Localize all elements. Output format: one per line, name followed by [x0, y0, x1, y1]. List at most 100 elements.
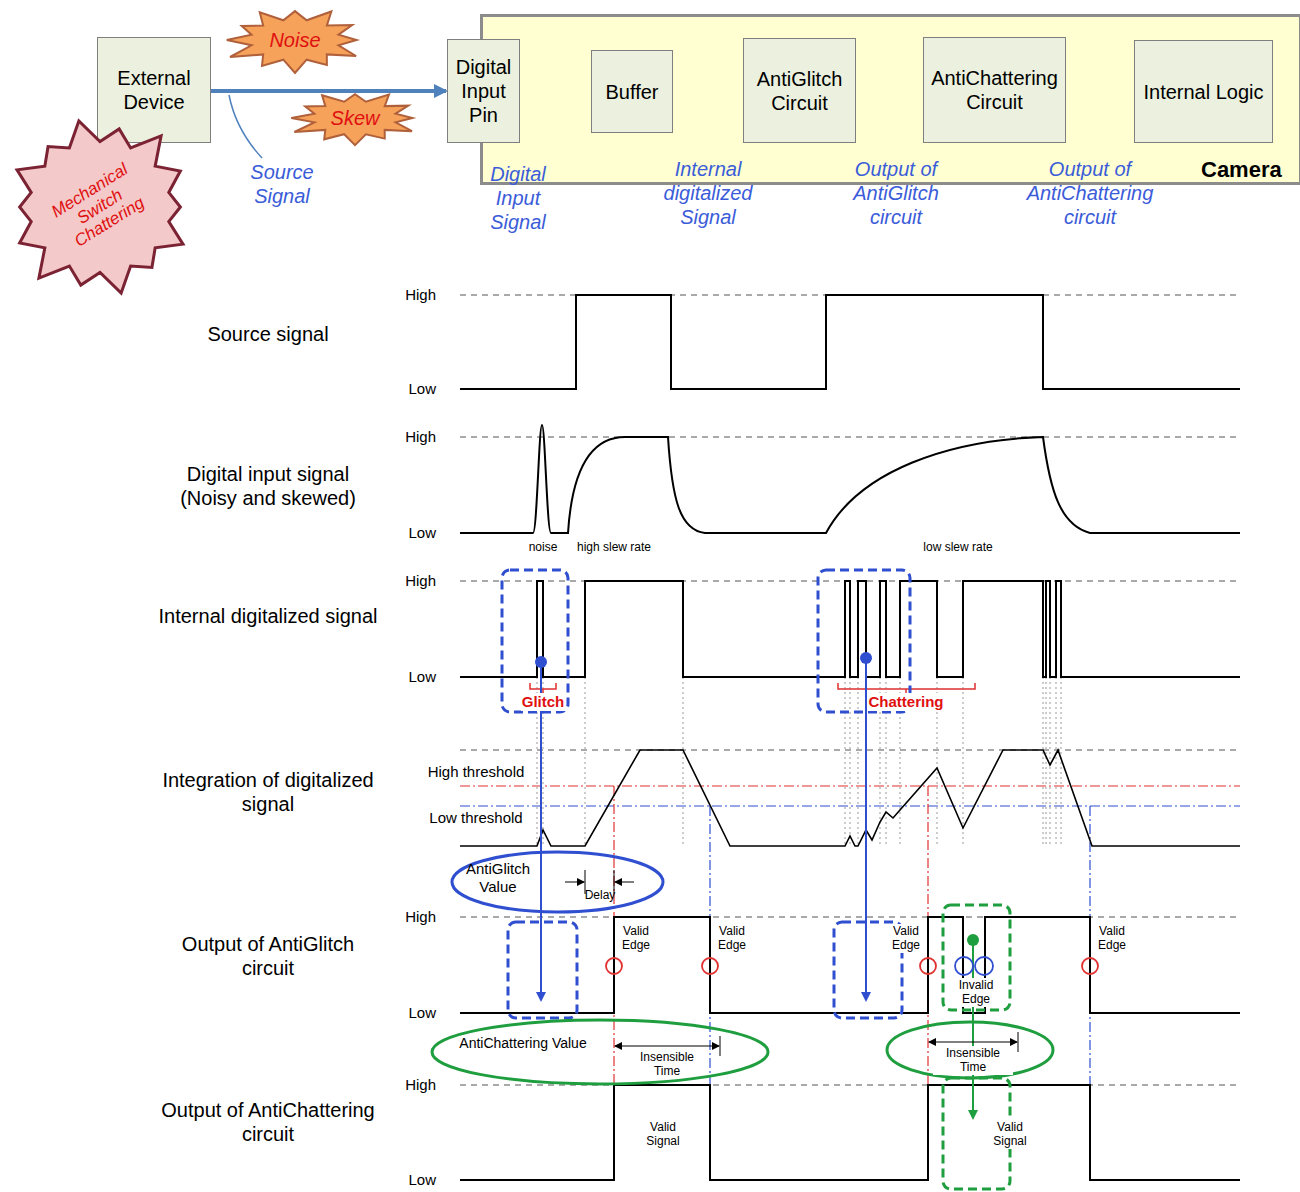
signal-callout: Output of AntiGlitch circuit — [840, 157, 952, 229]
high-level-line — [460, 750, 1240, 751]
annotation-label: Valid Signal — [986, 1120, 1034, 1149]
antiglitch-box: AntiGlitch Circuit — [743, 38, 856, 143]
annotation-label: Valid Edge — [1094, 924, 1130, 953]
node-text: Internal Logic — [1143, 80, 1263, 104]
annotation-label: Chattering — [868, 693, 945, 711]
burst-shape — [17, 121, 183, 293]
chattering-burst: Mechanical Switch Chattering — [2, 116, 198, 298]
annotation-label: Glitch — [521, 693, 566, 711]
node-text: Buffer — [606, 80, 659, 104]
insensible-arrow — [929, 1042, 973, 1043]
guide-lines — [537, 677, 1061, 846]
valid-edge-circle — [1082, 958, 1098, 974]
annotation-label: Low threshold — [428, 809, 523, 827]
node-text: Noise — [269, 29, 320, 51]
annotation-label: Internal digitalized signal — [158, 604, 378, 628]
annotation-label: Valid Edge — [888, 924, 924, 953]
antichattering-value-oval: AntiChattering ValueInsensible Time — [430, 1018, 770, 1086]
valid-edge-lines — [614, 786, 1090, 1180]
annotation-label: low slew rate — [913, 540, 1003, 554]
annotation-label: Valid Edge — [618, 924, 654, 953]
annotation-label: Low — [388, 380, 436, 398]
node-text: External Device — [101, 66, 207, 114]
burst-shape — [227, 11, 357, 73]
input-waveform — [460, 425, 1240, 533]
annotation-label: Low — [388, 524, 436, 542]
node-text: Delay — [578, 888, 622, 902]
antiglitch-value-oval: AntiGlitch ValueDelay — [450, 850, 665, 914]
node-text: Skew — [331, 107, 380, 129]
edge-markers — [606, 957, 1098, 975]
buffer-box: Buffer — [591, 50, 673, 133]
node-text: AntiChattering Circuit — [927, 66, 1062, 114]
node-text: Insensible Time — [632, 1050, 702, 1079]
signal-callout: Digital Input Signal — [480, 162, 556, 234]
annotation-label: High — [388, 286, 436, 304]
annotation-label: Low — [388, 1171, 436, 1189]
node-text: AntiChattering Value — [458, 1035, 588, 1052]
annotation-label: Digital input signal (Noisy and skewed) — [158, 462, 378, 510]
brackets — [530, 683, 975, 693]
insensible-time-oval: Insensible Time — [885, 1020, 1055, 1080]
leader-line — [229, 95, 262, 158]
burst-shape — [291, 94, 412, 145]
signal-callout: Internal digitalized Signal — [648, 157, 768, 229]
dimension-marks — [565, 870, 1018, 1056]
annotation-label: Integration of digitalized signal — [158, 768, 378, 816]
digitalized-waveform — [460, 581, 1240, 677]
annotation-label: high slew rate — [569, 540, 659, 554]
antichattering-value-oval-outline — [430, 1018, 770, 1086]
node-text: Camera — [1201, 157, 1291, 183]
signal-callout: Output of AntiChattering circuit — [1010, 157, 1170, 229]
integration-curve — [460, 750, 1240, 846]
annotation-label: High — [388, 1076, 436, 1094]
annotation-label: High — [388, 908, 436, 926]
valid-edge-circle — [702, 958, 718, 974]
annotation-label: Invalid Edge — [952, 978, 1000, 1007]
delay-arrow — [615, 882, 634, 883]
annotation-label: High — [388, 428, 436, 446]
annotation-label: Low — [388, 1004, 436, 1022]
effect-arrows — [535, 652, 979, 1118]
node-text: AntiGlitch Value — [458, 860, 538, 896]
signal-arrow — [211, 89, 446, 93]
antichattering-waveform — [460, 1085, 1240, 1180]
oval-shape — [452, 852, 663, 912]
invalid-edge-highlight — [943, 905, 1010, 1010]
annotation-label: Low — [388, 668, 436, 686]
arrow-dot — [860, 652, 872, 664]
skew-burst: Skew — [285, 90, 425, 146]
antichattering-box: AntiChattering Circuit — [923, 37, 1066, 143]
level-lines — [460, 295, 1240, 1085]
device-box: External Device — [97, 37, 211, 143]
invalid-edge-circle — [975, 957, 993, 975]
insensible-tick — [720, 1036, 721, 1056]
chattering-highlight — [818, 570, 910, 712]
annotation-label: Valid Edge — [714, 924, 750, 953]
signal-callout: Source Signal — [242, 160, 322, 208]
arrow-dot — [967, 934, 979, 946]
node-text: Insensible Time — [933, 1046, 1013, 1075]
node-text: Digital Input Pin — [451, 55, 516, 127]
annotation-label: High — [388, 572, 436, 590]
annotation-label: Output of AntiChattering circuit — [158, 1098, 378, 1146]
insensible-arrow — [615, 1046, 667, 1047]
edge-guides — [537, 677, 1061, 846]
highlight-boxes — [502, 570, 910, 1018]
source-waveform — [460, 295, 1240, 389]
chattering-bracket — [838, 683, 975, 693]
high-level-line — [460, 437, 1240, 438]
arrow-dot — [535, 656, 547, 668]
annotation-label: High threshold — [427, 763, 526, 781]
annotation-label: Valid Signal — [639, 1120, 687, 1149]
glitch-removed-highlight — [508, 922, 577, 1018]
oval-shape — [887, 1022, 1053, 1078]
valid-edge-circle — [606, 958, 622, 974]
oval-shape — [432, 1020, 768, 1084]
annotation-label: Output of AntiGlitch circuit — [158, 932, 378, 980]
glitch-bracket — [530, 683, 556, 693]
pin-box: Digital Input Pin — [447, 39, 520, 143]
glitch-highlight — [502, 570, 568, 712]
insensible-arrow — [973, 1042, 1017, 1043]
